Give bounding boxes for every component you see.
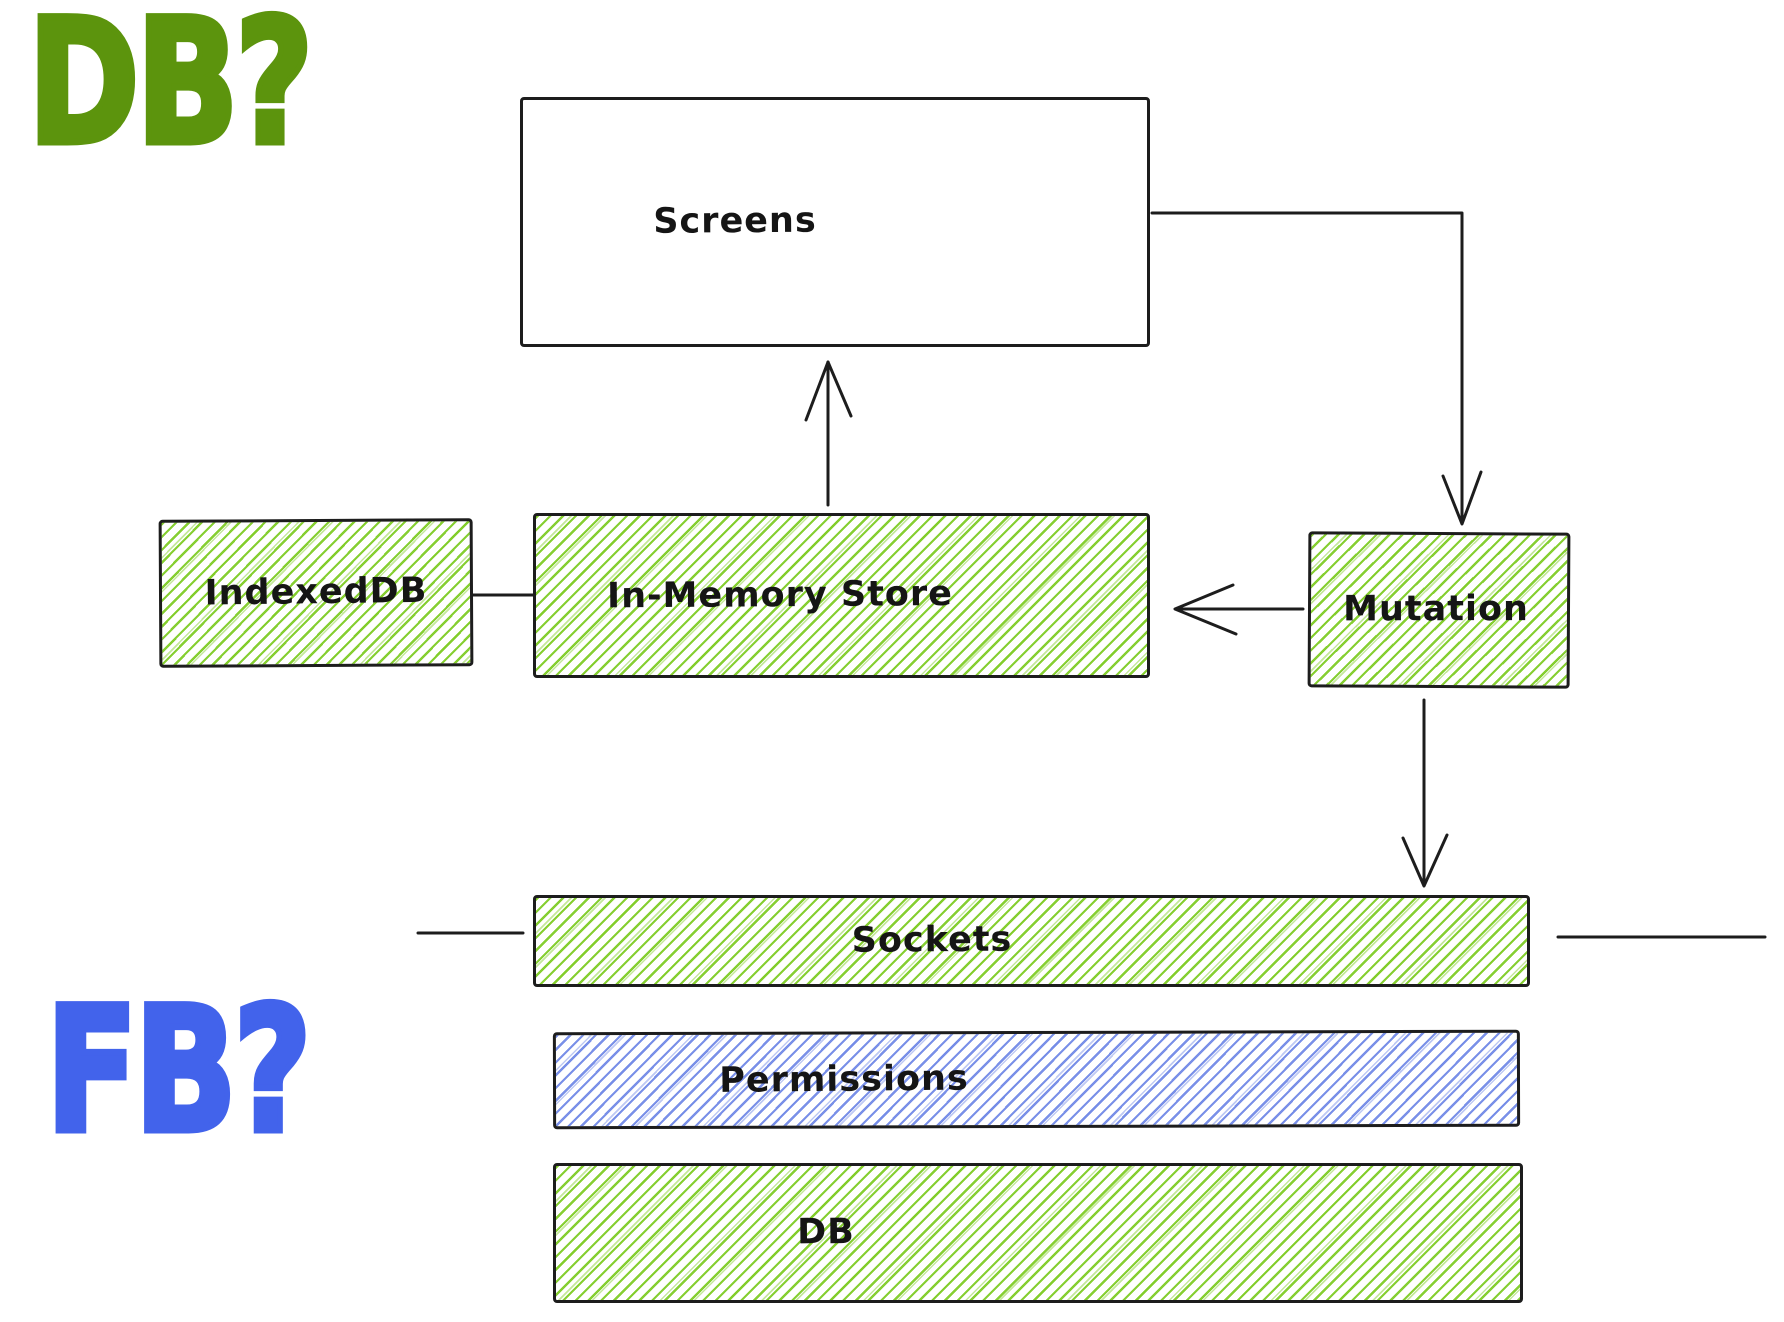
sockets-label: Sockets	[851, 919, 1013, 961]
node-db: DB	[553, 1163, 1523, 1303]
in-memory-store-label: In-Memory Store	[607, 573, 954, 616]
annotation-fb-question: FB?	[43, 970, 314, 1171]
node-permissions: Permissions	[552, 1029, 1521, 1130]
node-in-memory-store: In-Memory Store	[533, 513, 1150, 678]
db-label: DB	[796, 1211, 855, 1253]
arrow-screens-to-mutation	[1150, 211, 1483, 526]
indexeddb-label: IndexedDB	[204, 570, 428, 614]
arrow-inmemory-to-screens	[804, 360, 853, 507]
screens-label: Screens	[653, 200, 818, 242]
mutation-label: Mutation	[1343, 589, 1530, 630]
node-sockets: Sockets	[533, 895, 1530, 987]
permissions-label: Permissions	[719, 1058, 970, 1101]
node-screens: Screens	[520, 97, 1150, 347]
node-indexeddb: IndexedDB	[158, 518, 474, 668]
arrow-mutation-to-sockets	[1401, 698, 1449, 888]
annotation-db-question: DB?	[25, 0, 316, 183]
arrow-mutation-to-inmemory	[1173, 583, 1305, 636]
node-mutation: Mutation	[1307, 531, 1571, 689]
